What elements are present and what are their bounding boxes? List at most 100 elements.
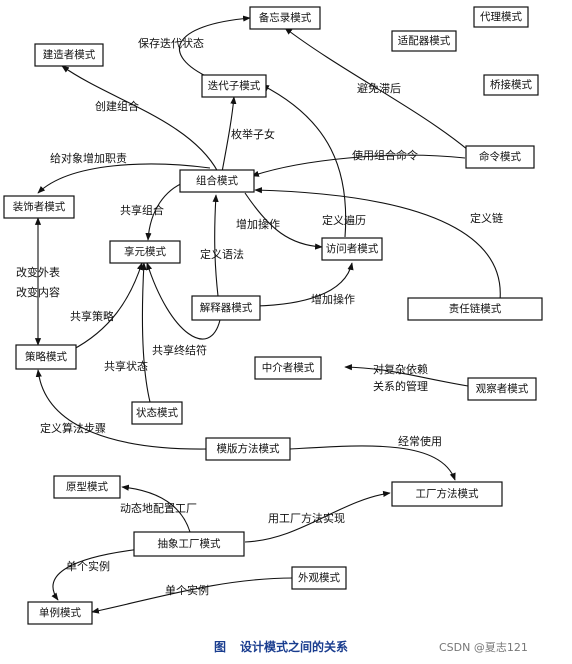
node-template: 模版方法模式: [205, 437, 291, 461]
label-share-state: 共享状态: [104, 359, 148, 373]
label-define-traversal: 定义遍历: [322, 213, 366, 227]
svg-text:访问者模式: 访问者模式: [326, 242, 379, 255]
svg-text:迭代子模式: 迭代子模式: [208, 79, 261, 92]
label-share-strategy: 共享策略: [70, 309, 114, 323]
node-adapter: 适配器模式: [391, 30, 457, 52]
edge-interpreter-visitor: [254, 262, 354, 307]
node-iterator: 迭代子模式: [201, 74, 267, 98]
node-proxy: 代理模式: [473, 6, 529, 28]
caption-title: 设计模式之间的关系: [240, 639, 348, 654]
edge-composite-decorator: [37, 163, 211, 194]
edge-chain-composite: [254, 187, 501, 301]
node-visitor: 访问者模式: [321, 237, 383, 261]
label-complex-dependency-2: 关系的管理: [373, 379, 428, 393]
svg-text:命令模式: 命令模式: [479, 150, 521, 163]
edge-template-factory: [289, 445, 456, 481]
label-define-algorithm-steps: 定义算法步骤: [40, 421, 106, 435]
label-often-used: 经常使用: [398, 435, 442, 448]
edge-command-memento: [284, 27, 469, 151]
node-singleton: 单例模式: [27, 601, 93, 625]
edge-labels: 保存迭代状态 避免滞后 创建组合 枚举子女 给对象增加职责 使用组合命令 共享组…: [16, 36, 503, 597]
svg-text:装饰者模式: 装饰者模式: [13, 200, 66, 213]
label-change-appearance: 改变外表: [16, 265, 60, 279]
label-share-composite: 共享组合: [120, 203, 164, 217]
node-abstract-factory: 抽象工厂模式: [133, 531, 245, 557]
svg-text:代理模式: 代理模式: [480, 10, 522, 23]
node-factory-method: 工厂方法模式: [391, 481, 503, 507]
edge-composite-iterator: [221, 96, 237, 173]
edge-iterator-memento: [178, 15, 251, 79]
node-decorator: 装饰者模式: [3, 195, 75, 219]
label-implement-with-factory-method: 用工厂方法实现: [268, 511, 345, 525]
edge-observer-mediator: [344, 364, 469, 387]
svg-text:外观模式: 外观模式: [298, 571, 340, 584]
edge-state-flyweight: [140, 262, 151, 403]
edge-interpreter-flyweight: [146, 262, 221, 340]
edge-strategy-flyweight: [71, 262, 143, 351]
svg-text:原型模式: 原型模式: [66, 480, 108, 493]
node-mediator: 中介者模式: [254, 356, 322, 380]
edge-template-strategy: [35, 369, 208, 450]
node-flyweight: 享元模式: [109, 240, 181, 264]
svg-text:享元模式: 享元模式: [124, 245, 166, 258]
label-single-instance-2: 单个实例: [165, 583, 209, 597]
node-bridge: 桥接模式: [483, 74, 539, 96]
edge-interpreter-composite: [212, 194, 219, 297]
svg-text:状态模式: 状态模式: [136, 406, 178, 419]
label-enumerate-children: 枚举子女: [231, 127, 275, 141]
label-save-iteration-state: 保存迭代状态: [138, 36, 204, 50]
label-share-terminal: 共享终结符: [152, 343, 207, 357]
node-facade: 外观模式: [291, 566, 347, 590]
caption-figure-label: 图: [214, 640, 226, 654]
svg-text:备忘录模式: 备忘录模式: [259, 11, 312, 24]
node-memento: 备忘录模式: [249, 6, 321, 30]
figure-caption: 图 设计模式之间的关系: [214, 639, 348, 654]
node-prototype: 原型模式: [53, 475, 121, 499]
svg-text:解释器模式: 解释器模式: [200, 301, 253, 314]
label-define-chain: 定义链: [470, 211, 503, 225]
svg-text:单例模式: 单例模式: [39, 606, 81, 619]
watermark: CSDN @夏志121: [439, 641, 528, 654]
edge-abstract-singleton: [51, 547, 151, 601]
svg-text:抽象工厂模式: 抽象工厂模式: [158, 537, 221, 550]
edge-abstract-factory: [244, 490, 391, 543]
svg-text:观察者模式: 观察者模式: [476, 382, 529, 395]
label-add-responsibility: 给对象增加职责: [50, 151, 127, 165]
svg-text:中介者模式: 中介者模式: [262, 361, 315, 374]
svg-text:策略模式: 策略模式: [25, 350, 67, 363]
node-state: 状态模式: [131, 401, 183, 425]
label-single-instance-1: 单个实例: [66, 559, 110, 573]
svg-text:桥接模式: 桥接模式: [490, 78, 532, 91]
label-avoid-lag: 避免滞后: [357, 81, 401, 95]
node-interpreter: 解释器模式: [191, 295, 261, 321]
nodes: 备忘录模式 代理模式 建造者模式 适配器模式 迭代子模式 桥接模式 命令模式: [3, 6, 543, 625]
svg-text:责任链模式: 责任链模式: [449, 302, 502, 315]
edge-composite-builder: [61, 65, 219, 173]
svg-text:适配器模式: 适配器模式: [398, 34, 451, 47]
svg-text:模版方法模式: 模版方法模式: [217, 442, 280, 455]
label-create-composite: 创建组合: [95, 99, 139, 113]
edge-composite-visitor: [244, 192, 323, 250]
label-add-operation-1: 增加操作: [236, 217, 280, 231]
node-observer: 观察者模式: [467, 377, 537, 401]
label-add-operation-2: 增加操作: [311, 292, 355, 306]
label-change-content: 改变内容: [16, 285, 60, 299]
node-builder: 建造者模式: [34, 43, 104, 67]
label-dynamic-config-factory: 动态地配置工厂: [120, 502, 197, 515]
edge-abstract-prototype: [121, 484, 191, 533]
svg-text:组合模式: 组合模式: [196, 174, 238, 187]
edge-visitor-iterator: [261, 84, 347, 238]
node-command: 命令模式: [465, 145, 535, 169]
svg-text:建造者模式: 建造者模式: [43, 48, 96, 61]
label-complex-dependency-1: 对复杂依赖: [373, 362, 428, 376]
node-composite: 组合模式: [179, 169, 255, 193]
node-chain: 责任链模式: [407, 297, 543, 321]
edge-command-composite: [251, 154, 466, 177]
edges: [34, 15, 501, 614]
node-strategy: 策略模式: [15, 344, 77, 370]
edge-facade-singleton: [91, 577, 294, 614]
svg-text:工厂方法模式: 工厂方法模式: [416, 487, 479, 500]
label-use-composite-command: 使用组合命令: [352, 148, 418, 162]
label-define-grammar: 定义语法: [200, 247, 244, 261]
